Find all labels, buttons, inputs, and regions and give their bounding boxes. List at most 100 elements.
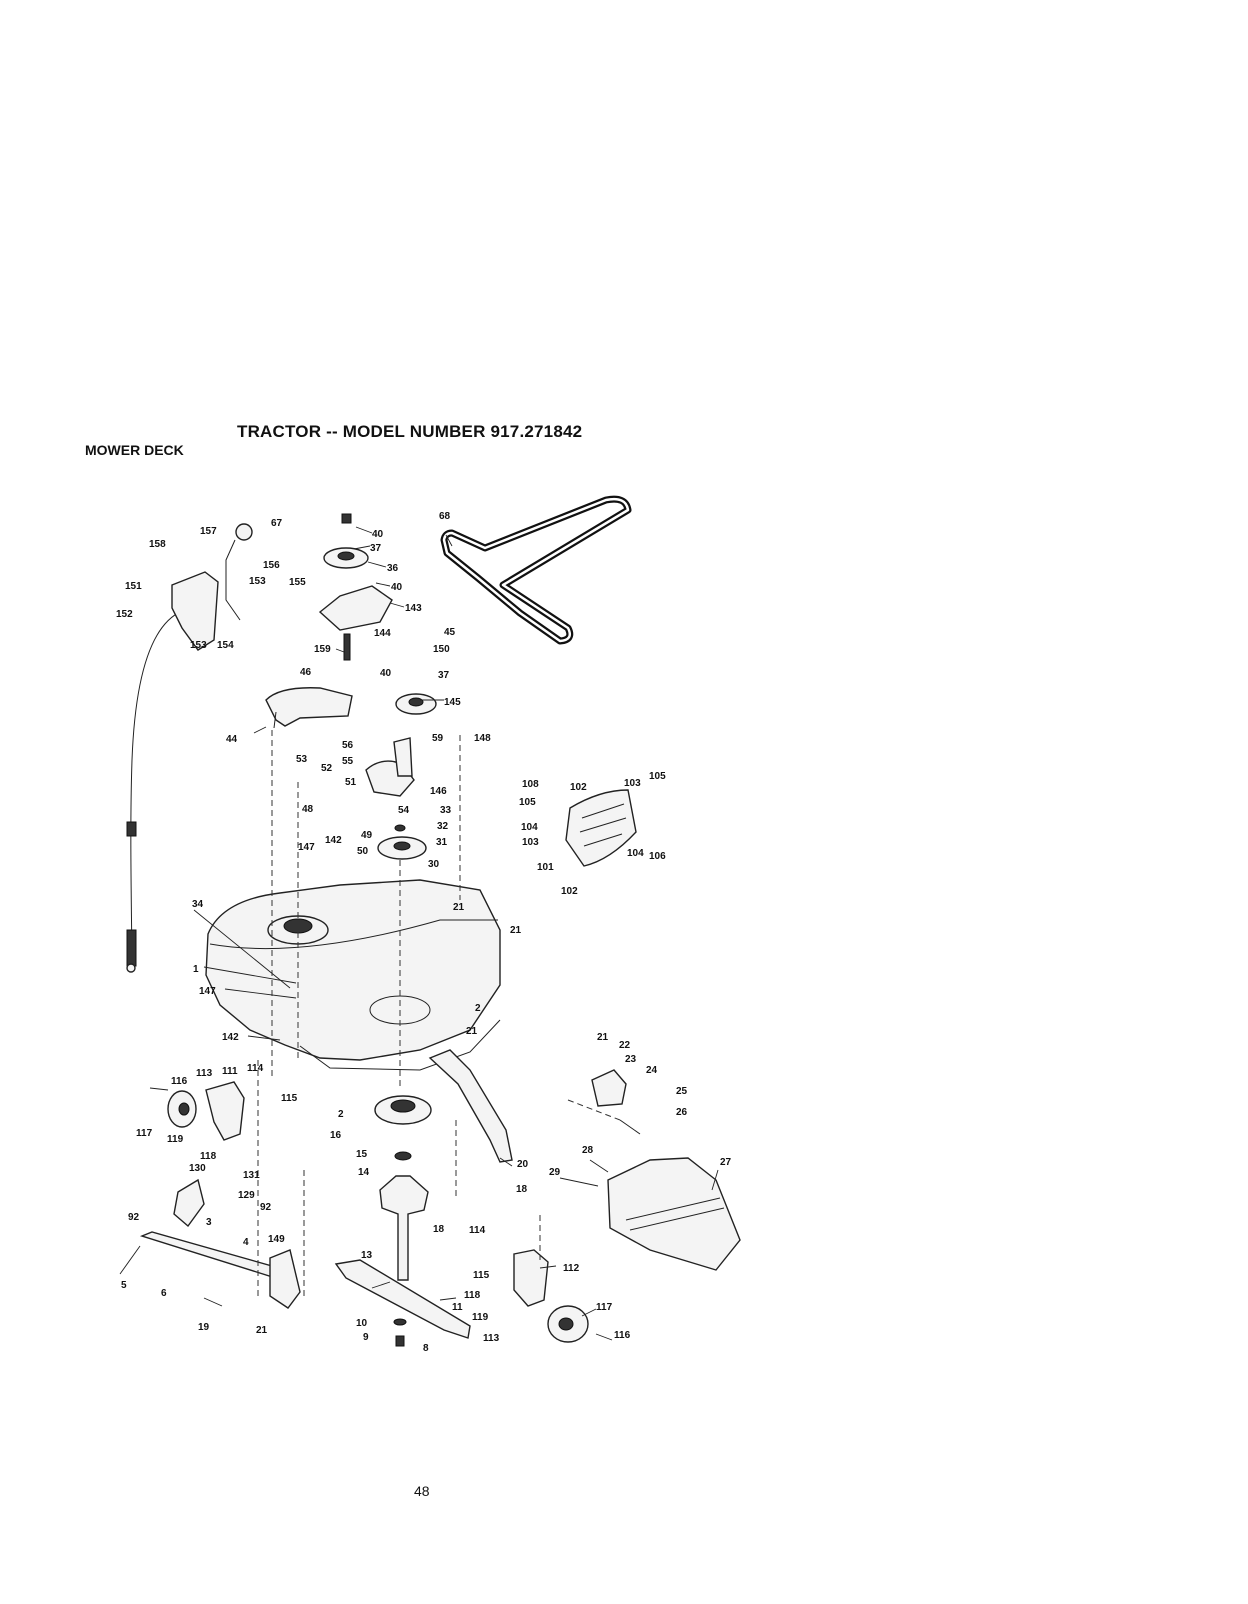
- callout: 52: [321, 763, 333, 774]
- callout: 10: [356, 1318, 368, 1329]
- cable-end: [126, 963, 136, 973]
- callout: 144: [374, 628, 391, 639]
- callout: 118: [464, 1290, 481, 1301]
- callout: 4: [243, 1237, 249, 1248]
- callout: 108: [522, 779, 539, 790]
- front-link-bracket: [173, 1178, 205, 1228]
- callout: 105: [649, 771, 666, 782]
- callout: 101: [537, 862, 554, 873]
- callout: 143: [405, 603, 422, 614]
- bracket-59: [393, 737, 413, 777]
- page-number: 48: [414, 1483, 430, 1499]
- callout: 102: [570, 782, 587, 793]
- callout: 153: [190, 640, 207, 651]
- discharge-chute: [607, 1157, 741, 1271]
- callout: 116: [614, 1330, 631, 1341]
- callout: 21: [510, 925, 522, 936]
- callout: 9: [363, 1332, 369, 1343]
- callout: 147: [298, 842, 315, 853]
- callout: 51: [345, 777, 357, 788]
- callout: 158: [149, 539, 166, 550]
- callout: 103: [624, 778, 641, 789]
- callout: 24: [646, 1065, 658, 1076]
- spindle-washer: [394, 1151, 412, 1161]
- hanger-bracket: [269, 1249, 301, 1309]
- callout: 45: [444, 627, 456, 638]
- wheel-bracket-right: [513, 1249, 549, 1307]
- callout: 151: [125, 581, 142, 592]
- callout: 147: [199, 986, 216, 997]
- callout: 118: [200, 1151, 217, 1162]
- callout: 148: [474, 733, 491, 744]
- callout: 29: [549, 1167, 561, 1178]
- callout: 30: [428, 859, 440, 870]
- callout: 67: [271, 518, 283, 529]
- callout: 152: [116, 609, 133, 620]
- callout: 111: [222, 1066, 238, 1077]
- callout: 129: [238, 1190, 255, 1201]
- callout: 149: [268, 1234, 285, 1245]
- callout: 142: [222, 1032, 239, 1043]
- callout: 20: [517, 1159, 529, 1170]
- callout: 131: [243, 1170, 260, 1181]
- callout: 18: [433, 1224, 445, 1235]
- spindle-pulley-hub: [393, 841, 411, 851]
- section-title: MOWER DECK: [85, 442, 184, 458]
- callout: 46: [300, 667, 312, 678]
- callout: 36: [387, 563, 399, 574]
- chute-spring: [619, 1119, 641, 1135]
- side-shield: [565, 789, 637, 867]
- callout: 49: [361, 830, 373, 841]
- callout: 154: [217, 640, 234, 651]
- callout: 59: [432, 733, 444, 744]
- callout: 13: [361, 1250, 373, 1261]
- callout: 34: [192, 899, 204, 910]
- callout: 55: [342, 756, 354, 767]
- idler-bolt: [343, 633, 351, 661]
- callout: 2: [475, 1003, 481, 1014]
- idler-pulley-lower-hub: [408, 697, 424, 707]
- callout: 21: [453, 902, 465, 913]
- callout: 56: [342, 740, 354, 751]
- callout: 159: [314, 644, 331, 655]
- callout: 103: [522, 837, 539, 848]
- drive-belt: [440, 495, 632, 645]
- callout: 114: [469, 1225, 486, 1236]
- mower-blade: [334, 1259, 471, 1339]
- callout: 102: [561, 886, 578, 897]
- callout: 40: [372, 529, 384, 540]
- belt-guard-left: [265, 687, 353, 727]
- callout: 142: [325, 835, 342, 846]
- callout: 116: [171, 1076, 188, 1087]
- callout: 157: [200, 526, 217, 537]
- callout: 156: [263, 560, 280, 571]
- lift-cable: [130, 610, 183, 961]
- callout: 114: [247, 1063, 264, 1074]
- callout: 8: [423, 1343, 429, 1354]
- page-title: TRACTOR -- MODEL NUMBER 917.271842: [237, 422, 583, 441]
- callout: 11: [452, 1302, 463, 1313]
- callout: 104: [627, 848, 644, 859]
- cable-spring: [126, 929, 137, 967]
- chute-bracket: [591, 1069, 627, 1107]
- callout: 16: [330, 1130, 342, 1141]
- callout: 2: [338, 1109, 344, 1120]
- callout: 119: [167, 1134, 184, 1145]
- callout: 15: [356, 1149, 368, 1160]
- handle-lever: [225, 539, 241, 621]
- callout: 1: [193, 964, 199, 975]
- deck-rear-lip: [299, 1019, 501, 1071]
- callout: 40: [380, 668, 392, 679]
- callout: 21: [256, 1325, 268, 1336]
- callout: 106: [649, 851, 666, 862]
- idler-bracket: [318, 585, 393, 631]
- front-link: [139, 1231, 287, 1281]
- callout: 155: [289, 577, 306, 588]
- nut-top: [341, 513, 352, 524]
- callout: 27: [720, 1157, 732, 1168]
- callout: 50: [357, 846, 369, 857]
- leader-lines: [119, 526, 719, 1341]
- callout: 32: [437, 821, 449, 832]
- callout: 37: [438, 670, 450, 681]
